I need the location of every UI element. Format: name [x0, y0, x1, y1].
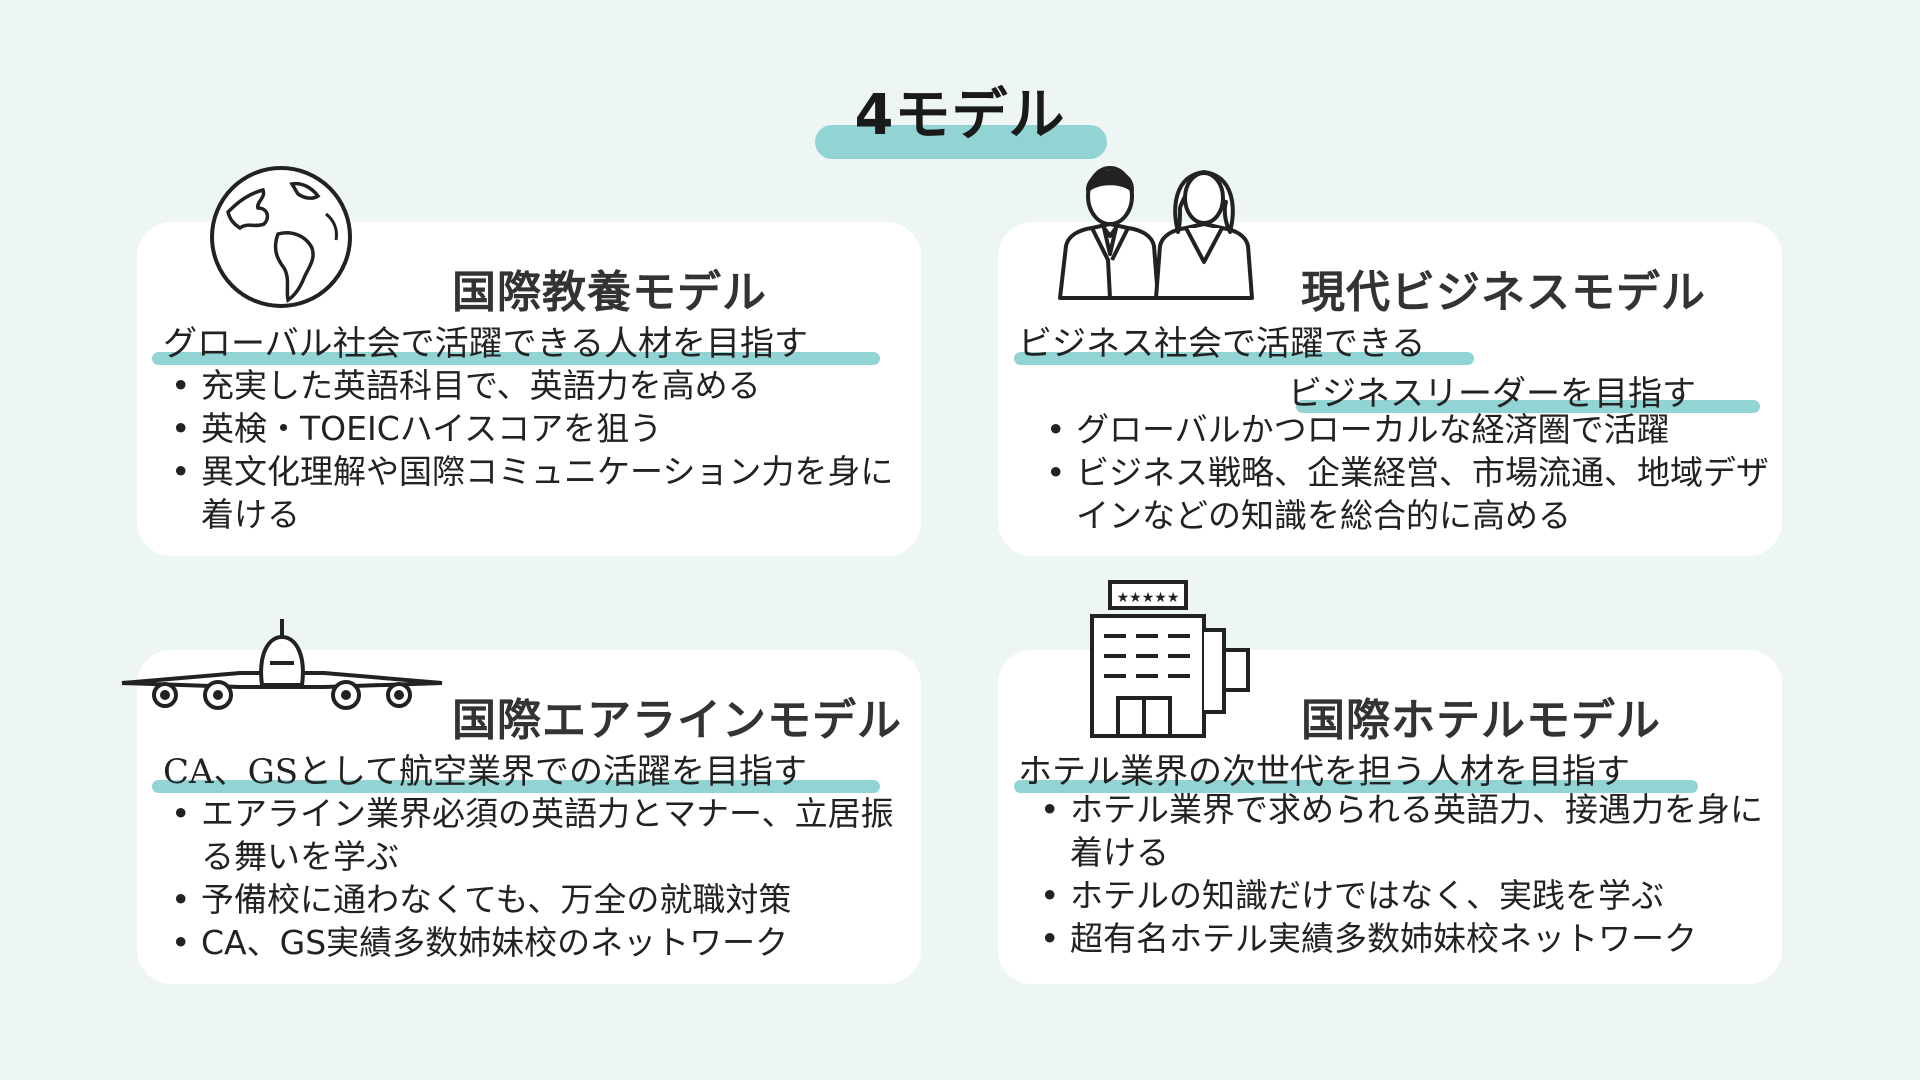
hotel-icon: ★★★★★ [1090, 580, 1250, 738]
bullet-item: 異文化理解や国際コミュニケーション力を身に着ける [165, 450, 895, 536]
bullet-list: ホテル業界で求められる英語力、接遇力を身に着ける ホテルの知識だけではなく、実践… [1034, 788, 1764, 960]
bullet-item: 英検・TOEICハイスコアを狙う [165, 407, 895, 450]
tagline: グローバル社会で活躍できる人材を目指す [163, 324, 808, 364]
airplane-icon [121, 619, 443, 710]
bullet-item: 超有名ホテル実績多数姉妹校ネットワーク [1034, 917, 1764, 960]
tagline: ビジネス社会で活躍できる [1018, 324, 1426, 364]
title-underline [815, 125, 1107, 159]
bullet-item: CA、GS実績多数姉妹校のネットワーク [165, 921, 895, 964]
tagline: ホテル業界の次世代を担う人材を目指す [1018, 752, 1630, 792]
bullet-item: エアライン業界必須の英語力とマナー、立居振る舞いを学ぶ [165, 792, 895, 878]
bullet-item: ホテル業界で求められる英語力、接遇力を身に着ける [1034, 788, 1764, 874]
bullet-list: 充実した英語科目で、英語力を高める 英検・TOEICハイスコアを狙う 異文化理解… [165, 364, 895, 536]
card-title: 国際ホテルモデル [1301, 695, 1661, 746]
card-title: 国際エアラインモデル [452, 695, 902, 746]
business-people-icon [1058, 166, 1254, 300]
page-title: 4モデル [854, 83, 1066, 148]
tagline-highlight [1014, 352, 1474, 365]
bullet-item: 充実した英語科目で、英語力を高める [165, 364, 895, 407]
tagline-highlight [152, 352, 880, 365]
bullet-item: ビジネス戦略、企業経営、市場流通、地域デザインなどの知識を総合的に高める [1040, 451, 1770, 537]
tagline-highlight [152, 780, 880, 793]
bullet-list: エアライン業界必須の英語力とマナー、立居振る舞いを学ぶ 予備校に通わなくても、万… [165, 792, 895, 964]
tagline: CA、GSとして航空業界での活躍を目指す [163, 752, 807, 792]
card-title: 現代ビジネスモデル [1301, 267, 1706, 318]
bullet-list: グローバルかつローカルな経済圏で活躍 ビジネス戦略、企業経営、市場流通、地域デザ… [1040, 408, 1770, 537]
globe-icon [210, 166, 352, 308]
svg-text:★★★★★: ★★★★★ [1117, 590, 1180, 606]
bullet-item: 予備校に通わなくても、万全の就職対策 [165, 878, 895, 921]
bullet-item: ホテルの知識だけではなく、実践を学ぶ [1034, 874, 1764, 917]
bullet-item: グローバルかつローカルな経済圏で活躍 [1040, 408, 1770, 451]
card-title: 国際教養モデル [452, 267, 767, 318]
